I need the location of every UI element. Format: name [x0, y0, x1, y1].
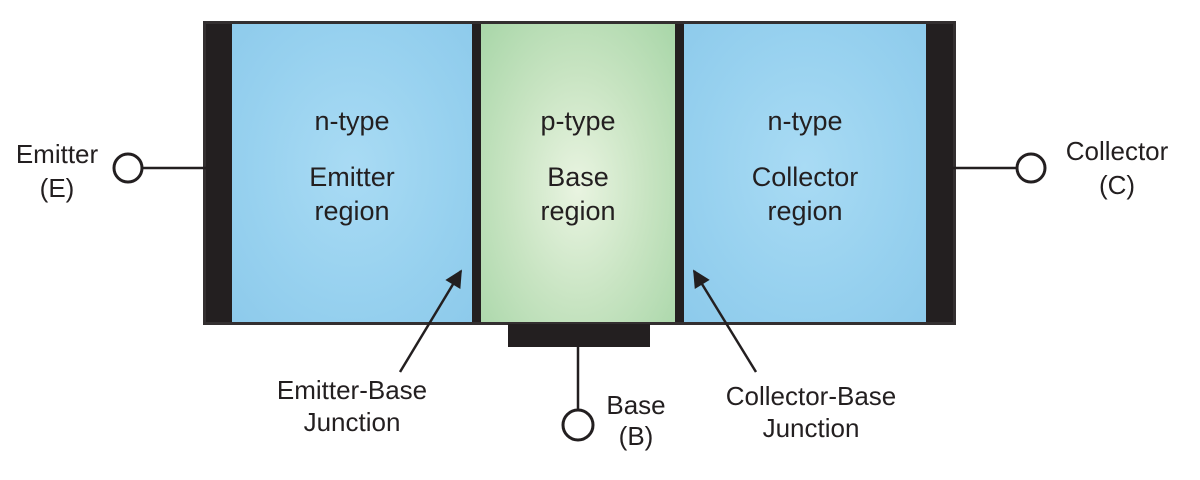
- base-region: p-type Base region: [481, 24, 675, 322]
- collector-terminal-abbr: (C): [1098, 170, 1136, 200]
- emitter-base-junction-bar: [472, 24, 481, 322]
- collector-base-junction-line2: Junction: [762, 413, 860, 443]
- base-terminal-circle: [561, 408, 595, 442]
- collector-base-junction-arrow: [692, 269, 758, 373]
- emitter-base-junction-line1: Emitter-Base: [276, 375, 428, 405]
- collector-region-suffix: region: [767, 196, 843, 226]
- base-region-name: Base: [547, 162, 609, 192]
- emitter-terminal-circle: [112, 152, 144, 184]
- collector-region-name: Collector: [751, 162, 859, 192]
- emitter-contact-bar: [206, 24, 232, 322]
- collector-doping-label: n-type: [767, 106, 843, 136]
- base-terminal-name: Base: [606, 390, 666, 420]
- emitter-region-name: Emitter: [309, 162, 395, 192]
- collector-region: n-type Collector region: [684, 24, 926, 322]
- emitter-terminal-abbr: (E): [39, 173, 75, 203]
- collector-terminal-label: Collector (C): [1058, 134, 1176, 202]
- transistor-device: n-type Emitter region p-type Base region…: [203, 21, 956, 325]
- collector-contact-bar: [926, 24, 953, 322]
- emitter-base-junction-line2: Junction: [303, 407, 401, 437]
- base-region-suffix: region: [540, 196, 616, 226]
- emitter-region: n-type Emitter region: [232, 24, 472, 322]
- collector-terminal-name: Collector: [1065, 136, 1169, 166]
- emitter-terminal-name: Emitter: [15, 139, 99, 169]
- base-terminal-label: Base (B): [601, 390, 671, 452]
- collector-base-junction-label: Collector-Base Junction: [706, 380, 916, 444]
- base-doping-label: p-type: [540, 106, 616, 136]
- emitter-terminal-label: Emitter (E): [5, 137, 109, 205]
- emitter-doping-label: n-type: [314, 106, 390, 136]
- collector-base-junction-bar: [675, 24, 684, 322]
- collector-terminal-circle: [1015, 152, 1047, 184]
- emitter-base-junction-label: Emitter-Base Junction: [251, 374, 453, 438]
- emitter-region-suffix: region: [314, 196, 390, 226]
- emitter-base-junction-arrow: [398, 269, 463, 373]
- collector-base-junction-line1: Collector-Base: [725, 381, 897, 411]
- base-contact-bar: [508, 324, 650, 347]
- base-terminal-abbr: (B): [618, 421, 654, 451]
